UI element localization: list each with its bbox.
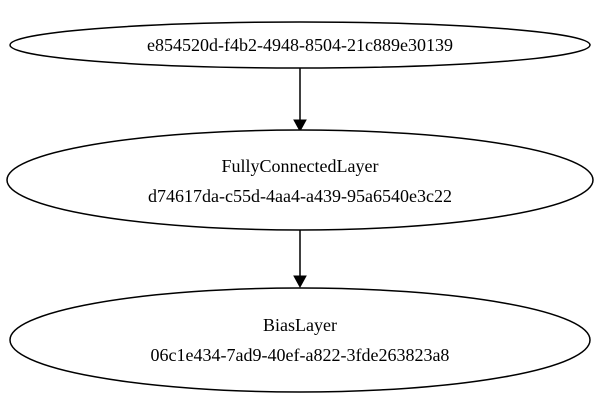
node-fully-connected-layer[interactable]: FullyConnectedLayer d74617da-c55d-4aa4-a… [6,129,594,231]
edge-fully-connected-to-bias [293,230,307,289]
node-type-label: FullyConnectedLayer [222,156,379,176]
node-id-label: e854520d-f4b2-4948-8504-21c889e30139 [147,35,453,55]
node-input[interactable]: e854520d-f4b2-4948-8504-21c889e30139 [9,21,591,69]
arrowhead-icon [293,119,307,133]
node-ellipse [6,129,594,231]
node-id-label: 06c1e434-7ad9-40ef-a822-3fde263823a8 [151,345,450,365]
node-type-label: BiasLayer [263,315,337,335]
node-bias-layer[interactable]: BiasLayer 06c1e434-7ad9-40ef-a822-3fde26… [9,287,591,393]
node-ellipse [9,287,591,393]
node-id-label: d74617da-c55d-4aa4-a439-95a6540e3c22 [148,186,452,206]
node-ellipse [9,21,591,69]
edge-input-to-fully-connected [293,68,307,133]
arrowhead-icon [293,275,307,289]
